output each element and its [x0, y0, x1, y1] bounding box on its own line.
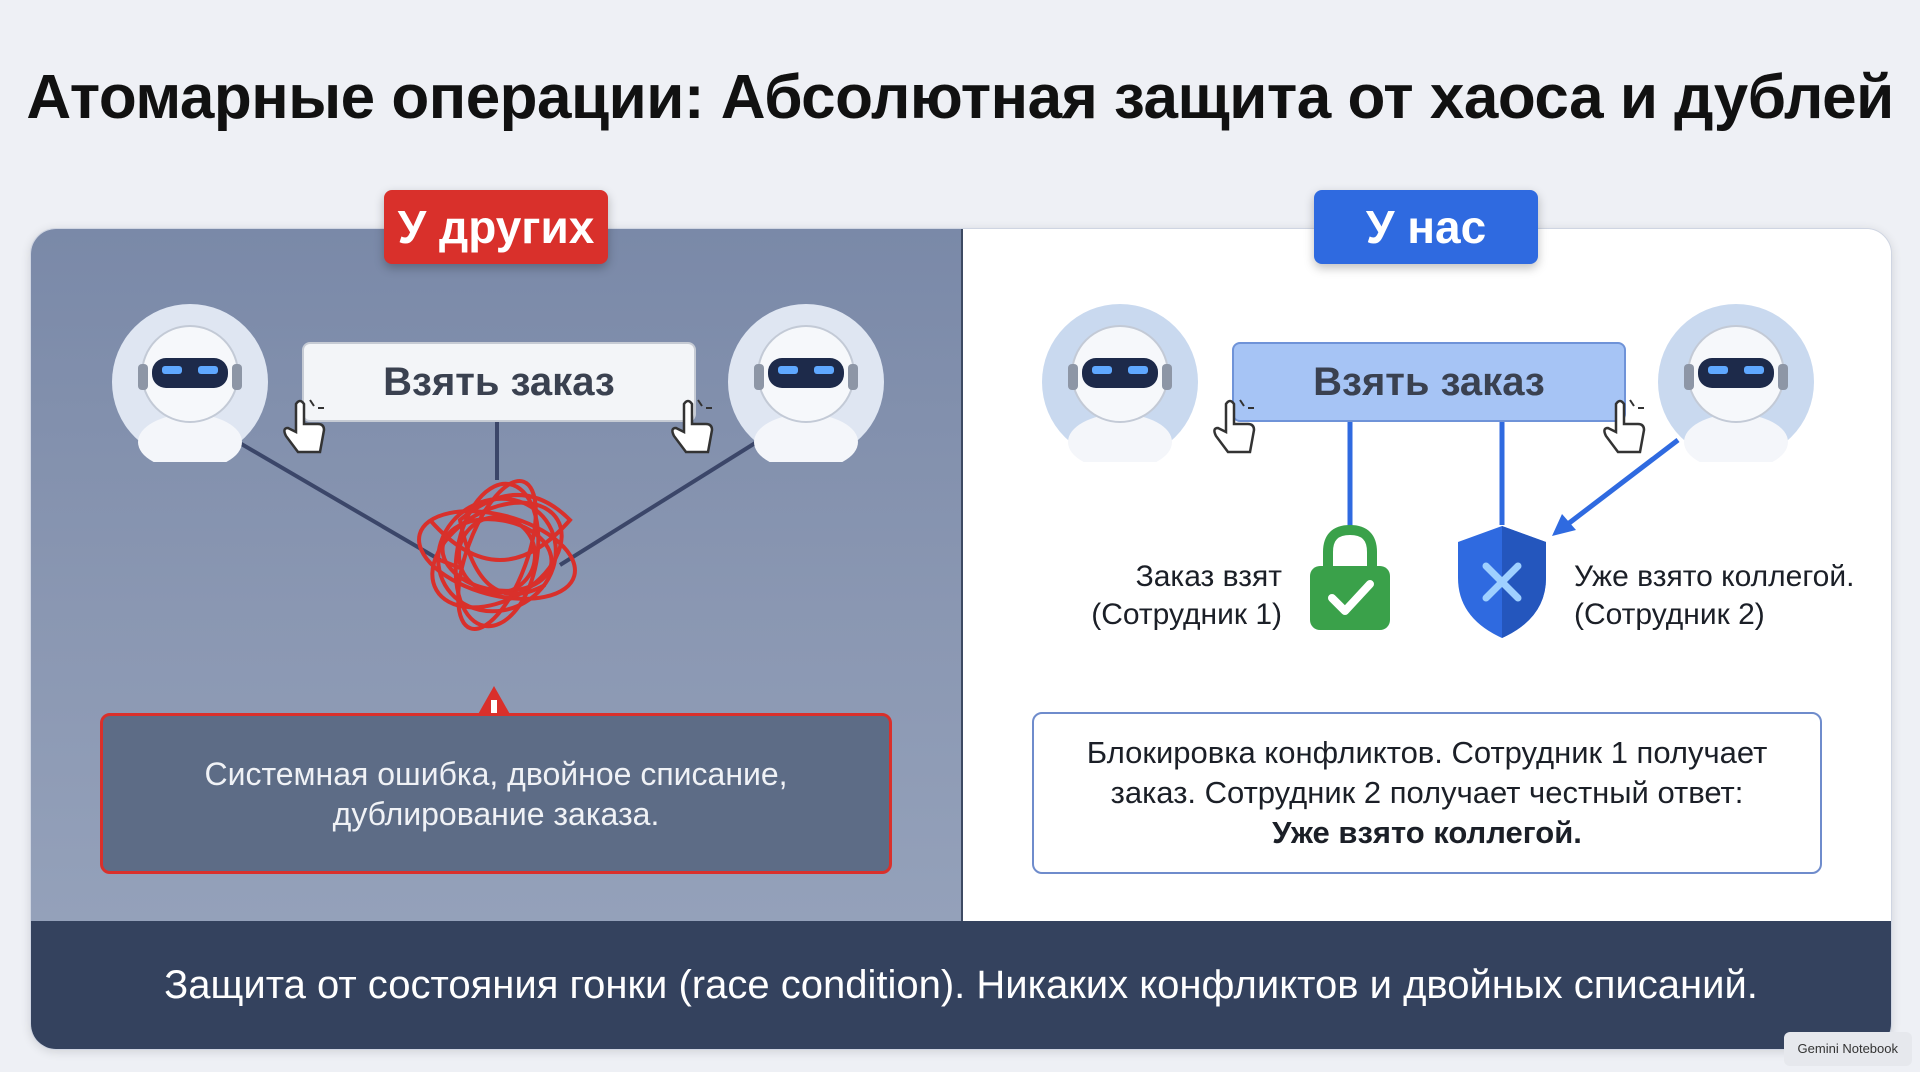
- tag-others: У других: [384, 190, 608, 264]
- order-taken-label: Заказ взят (Сотрудник 1): [1091, 560, 1282, 631]
- tag-ours: У нас: [1314, 190, 1538, 264]
- robot-icon: [112, 304, 268, 462]
- pointer-hand-icon: [1213, 399, 1256, 454]
- shield-x-icon: [1458, 526, 1546, 638]
- pointer-hand-icon: [283, 399, 326, 454]
- take-order-button-right[interactable]: Взять заказ: [1232, 342, 1626, 422]
- warning-line-1: Системная ошибка, двойное списание,: [204, 755, 788, 792]
- already-taken-label: Уже взято коллегой. (Сотрудник 2): [1574, 560, 1855, 631]
- warning-box: Системная ошибка, двойное списание, дубл…: [100, 713, 892, 874]
- robot-icon: [1042, 304, 1198, 462]
- pointer-hand-icon: [1603, 399, 1646, 454]
- info-line-2: заказ. Сотрудник 2 получает честный отве…: [1110, 775, 1744, 810]
- brand-badge: Gemini Notebook: [1783, 1032, 1912, 1066]
- info-line-bold: Уже взято коллегой.: [1272, 815, 1582, 850]
- info-box: Блокировка конфликтов. Сотрудник 1 получ…: [1032, 712, 1822, 874]
- take-order-button-left[interactable]: Взять заказ: [302, 342, 696, 422]
- pointer-hand-icon: [671, 399, 714, 454]
- warning-line-2: дублирование заказа.: [332, 795, 660, 832]
- footer-banner: Защита от состояния гонки (race conditio…: [31, 921, 1891, 1049]
- panel-divider: [961, 229, 963, 921]
- info-line-1: Блокировка конфликтов. Сотрудник 1 получ…: [1086, 735, 1768, 770]
- lock-check-icon: [1310, 524, 1390, 630]
- robot-icon: [1658, 304, 1814, 462]
- page-title: Атомарные операции: Абсолютная защита от…: [26, 63, 1894, 132]
- robot-icon: [728, 304, 884, 462]
